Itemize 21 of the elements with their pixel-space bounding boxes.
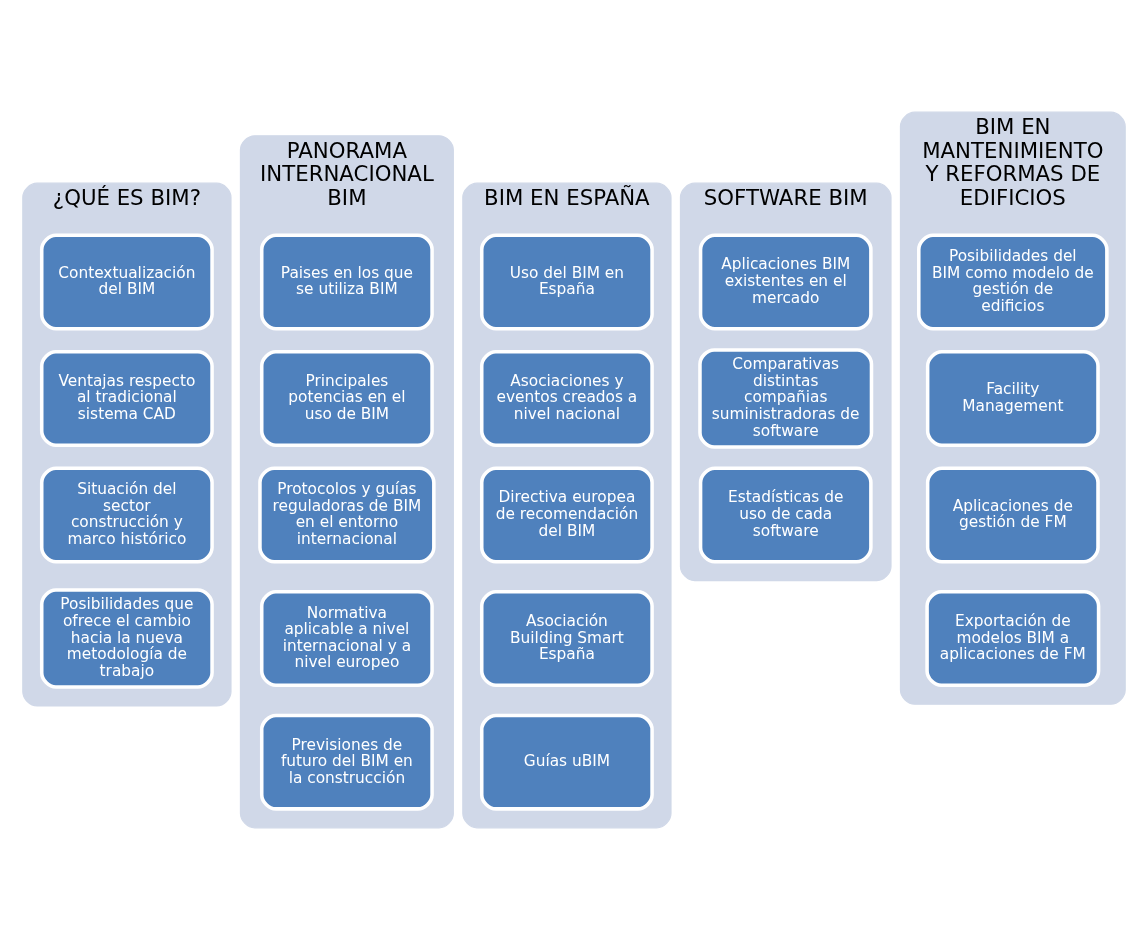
- node-box: Directiva europea de recomendación del BIM: [479, 466, 654, 564]
- node-box: Comparativas distintas compañias suministradoras de software: [698, 348, 874, 449]
- node-box: Uso del BIM en España: [479, 233, 654, 331]
- node-box: Protocolos y guías reguladoras de BIM en el entorno internacional: [258, 466, 436, 564]
- node-box: Posibilidades del BIM como modelo de gestión de edificios: [917, 233, 1109, 331]
- node-box: Asociación Building Smart España: [479, 590, 654, 688]
- node-box: Ventajas respecto al tradicional sistema CAD: [39, 349, 214, 447]
- node-box: Normativa aplicable a nivel internacional y a nivel europeo: [259, 590, 434, 688]
- node-box: Aplicaciones de gestión de FM: [925, 466, 1100, 564]
- node-box: Exportación de modelos BIM a aplicaciones de FM: [925, 590, 1101, 688]
- node-box: Contextualización del BIM: [39, 233, 214, 331]
- node-box: Situación del sector construcción y marco histórico: [39, 466, 214, 564]
- node-box: Principales potencias en el uso de BIM: [259, 349, 434, 447]
- node-box: Asociaciones y eventos creados a nivel nacional: [479, 349, 654, 447]
- node-box: Posibilidades que ofrece el cambio hacia la nueva metodología de trabajo: [39, 588, 214, 689]
- node-box: Paises en los que se utiliza BIM: [259, 233, 434, 331]
- node-box: Aplicaciones BIM existentes en el mercado: [698, 233, 873, 331]
- node-box: Previsiones de futuro del BIM en la construcción: [259, 713, 434, 811]
- node-box: Guías uBIM: [479, 713, 654, 811]
- node-box: Facility Management: [925, 349, 1100, 447]
- node-box: Estadísticas de uso de cada software: [698, 466, 873, 564]
